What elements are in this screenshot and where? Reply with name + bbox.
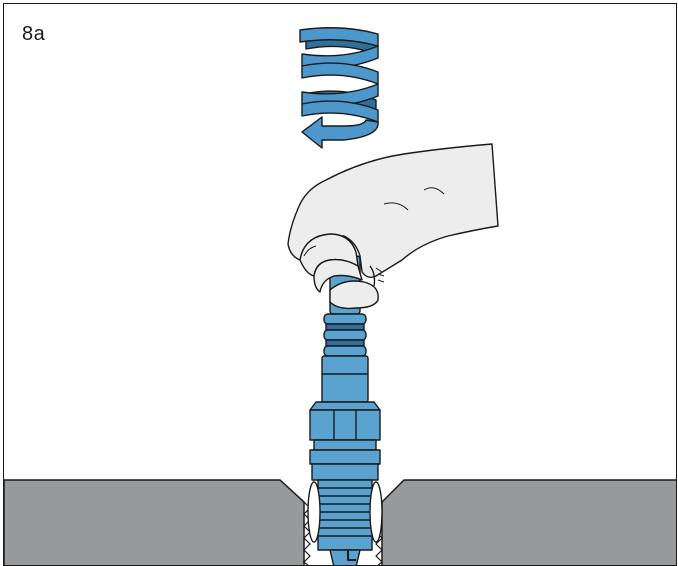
spark-plug-icon — [307, 255, 383, 565]
step-label: 8a — [22, 23, 46, 45]
rotation-arrow-icon — [299, 27, 379, 149]
gloved-hand-icon — [287, 143, 499, 310]
spark-plug-installation-illustration — [4, 27, 676, 565]
figure-frame: 8a — [3, 3, 677, 566]
cylinder-head-icon — [4, 479, 676, 565]
